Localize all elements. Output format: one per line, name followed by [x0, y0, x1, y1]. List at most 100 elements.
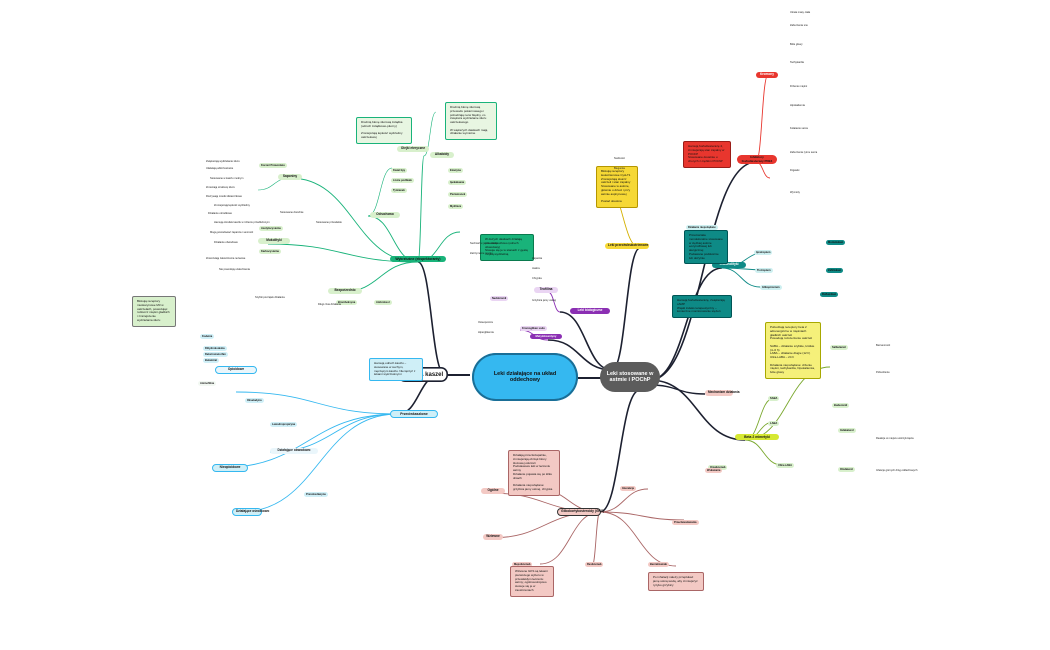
sub-olo[interactable]: Olodaterol	[838, 467, 855, 473]
connector	[755, 161, 771, 179]
connector	[599, 511, 677, 567]
sub-prenoksd[interactable]: Prenoksdiazyna	[304, 492, 328, 498]
note-olejki[interactable]: Drażnią błonę śluzową żołądka (odruch żo…	[356, 117, 412, 144]
sub-ipek[interactable]: Ipekakuana	[448, 180, 467, 186]
sub-oksel[interactable]: Okseladyna	[245, 398, 264, 404]
branch-cholinolityki[interactable]: Cholinolityki	[712, 262, 746, 268]
branch-glikokort-ogolne[interactable]: Ogólne	[481, 488, 505, 494]
sub-ultralaba[interactable]: Ultra-LABA	[776, 463, 794, 469]
topic-asthma-copd[interactable]: Leki stosowane w astmie i POChP	[600, 362, 660, 392]
sub-resli[interactable]: Reslizumab	[585, 562, 604, 568]
connector	[649, 161, 757, 381]
sub-karbo[interactable]: Karbocysteina	[259, 249, 281, 255]
sub-brom[interactable]: Bromheksyna	[336, 300, 358, 306]
sub-inda[interactable]: Indakaterol	[838, 428, 856, 434]
sub-kromo[interactable]: Kromoglikan sodu	[520, 326, 547, 332]
cloud-center-node[interactable]: Leki działające na układ oddechowy	[472, 353, 578, 401]
sub-dekstro[interactable]: Dekstrometorfan	[203, 352, 228, 358]
connector	[417, 155, 425, 263]
connector	[599, 488, 649, 513]
sub-aminof[interactable]: Aminofilina	[198, 381, 217, 387]
sub-ipra[interactable]: Ipratropium	[754, 250, 773, 256]
note-leukotrieny[interactable]: Blokują receptory leukotrienowe CysLT1 Z…	[596, 166, 638, 208]
sub-dihydro[interactable]: Dihydrokodeina	[203, 346, 227, 352]
sub-benra[interactable]: Benralizumab	[648, 562, 670, 568]
branch-inhibitory-pde4[interactable]: Inhibitory fosfodiesterazy PDE4	[737, 155, 777, 165]
note-gks[interactable]: Działają przeciwzapalnie, zmniejszają ob…	[508, 450, 560, 496]
sub-butamirat[interactable]: Butamirat	[203, 358, 220, 364]
sub-wskaz[interactable]: Wskazania	[705, 468, 723, 474]
branch-opioidowe[interactable]: Opioidowe	[215, 366, 257, 374]
note-metyloksantyny[interactable]: Hamują fosfodiesterazę, zwiększają cAMP …	[672, 295, 732, 318]
note-leki-bio[interactable]: Przeciwciała monoklonalne stosowane w ci…	[684, 230, 728, 265]
sub-emetyna[interactable]: Emetyna	[448, 168, 463, 174]
sub-zafir[interactable]: Zafirlukast	[826, 268, 844, 274]
sub-mydlnica[interactable]: Mydlnica	[448, 204, 464, 210]
note-antycholin[interactable]: Blokują receptory muskarynowe M3 w oskrz…	[132, 296, 176, 327]
leaf-note: Stosowane przewlekle	[316, 221, 342, 224]
sub-tiotro[interactable]: Tiotropium	[755, 268, 773, 274]
branch-olejki[interactable]: Olejki eteryczne	[397, 146, 429, 152]
branch-przeciwkaszlowe[interactable]: Przeciwkaszlowe	[390, 410, 438, 419]
sub-kwiat[interactable]: Kwiat lipy	[391, 168, 408, 174]
sub-omali[interactable]: Omalizumab	[708, 465, 728, 471]
leaf-note: Działanie obwodowe	[214, 241, 238, 244]
sub-mepo[interactable]: Mepolizumab	[512, 562, 533, 568]
note-mukolityki[interactable]: W dużych dawkach działają przeciwkaszlow…	[480, 234, 534, 261]
sub-glikop[interactable]: Glikopironium	[760, 285, 782, 291]
branch-nieopioidowe[interactable]: Nieopioidowe	[212, 464, 248, 472]
branch-wykrztusne[interactable]: Wykrztuśne (ekspektoranty)	[390, 256, 446, 263]
branch-gks[interactable]: Glikokortykosteroidy (GKS)	[557, 508, 604, 516]
leaf-note: Drgawki	[790, 169, 800, 172]
leaf-note: Działanie ośrodkowe	[208, 212, 232, 215]
sub-saba[interactable]: SABA	[768, 396, 780, 402]
connector	[591, 511, 601, 567]
sub-przeciw[interactable]: Przeciwwskazania	[672, 520, 699, 526]
note-beta2[interactable]: Pobudzają receptory beta 2 adrenergiczne…	[765, 322, 821, 379]
sub-liscie[interactable]: Liście podbiału	[391, 178, 414, 184]
branch-saponiny[interactable]: Saponiny	[278, 174, 302, 180]
leaf-note: Suchość w jamie ustnej	[470, 242, 498, 245]
sub-monte[interactable]: Montelukast	[826, 240, 846, 246]
sub-kodeina[interactable]: Kodeina	[200, 334, 215, 340]
branch-leki-biologiczne[interactable]: Leki biologiczne	[570, 308, 610, 314]
leaf-note: Bezsenność	[876, 344, 891, 347]
connector	[269, 413, 399, 453]
branch-teofilina[interactable]: Teofilina	[534, 287, 558, 293]
sub-tymianek[interactable]: Tymianek	[391, 188, 407, 194]
branch-odruchowe[interactable]: Odruchowo	[370, 212, 400, 218]
sub-lewodro[interactable]: Lewodropropizyna	[270, 422, 298, 428]
leaf-note: Szybki początek działania	[255, 296, 285, 299]
note-gks-3[interactable]: Po inhalacji należy przepłukać jamę ustn…	[648, 572, 704, 592]
branch-mukolityki[interactable]: Mukolityki	[258, 238, 290, 244]
branch-bezposr[interactable]: Bezpośrednio	[328, 288, 362, 294]
leaf-note: Grzybica jamy ustnej	[532, 299, 557, 302]
sub-dzial[interactable]: Działanie niepożądane	[686, 225, 718, 231]
sub-acety[interactable]: Acetylocysteina	[259, 226, 283, 232]
note-alkaloidy[interactable]: Drażnią błonę śluzową przewodu pokarmowe…	[445, 102, 497, 140]
branch-kromony[interactable]: Kromony	[756, 72, 778, 78]
sub-ambro[interactable]: Ambroksol	[374, 300, 392, 306]
sub-interakcje[interactable]: Interakcje	[620, 486, 637, 492]
branch-beta2[interactable]: Beta 2 mimetyki	[735, 434, 779, 441]
note-gks-2[interactable]: Wziewne GKS są lekami pierwszego wyboru …	[510, 566, 554, 597]
note-pde4[interactable]: Hamują fosfodiesterazę 4, zmniejszają st…	[683, 141, 731, 168]
sub-pier[interactable]: Pierwiosnek	[448, 192, 468, 198]
sub-roflu[interactable]: Roflumilast	[820, 292, 839, 298]
branch-metyloksantyny[interactable]: Metyloksantyny	[530, 334, 562, 340]
branch-wziewne[interactable]: Wziewne	[483, 534, 503, 540]
branch-red-ogolne[interactable]: Mechanizm działania	[705, 390, 740, 396]
branch-alkaloidy[interactable]: Alkaloidy	[430, 152, 454, 158]
sub-salbu[interactable]: Salbutamol	[830, 345, 848, 351]
leaf-note: Nudności	[614, 157, 625, 160]
leaf-note: Wymioty	[790, 191, 800, 194]
sub-korzen[interactable]: Korzeń Prawoślazu	[259, 163, 287, 169]
branch-dzialanie-osr[interactable]: Działające ośrodkowo	[232, 508, 269, 516]
note-przeciwkaszlowe[interactable]: Hamują odruch kaszlu – stosowane w suchy…	[369, 358, 423, 381]
branch-dzialanie-obw[interactable]: Działające obwodowo	[270, 448, 318, 454]
branch-leki-przeciwleukotrienowe[interactable]: Leki przeciwleukotrienowe	[605, 243, 649, 249]
sub-laba[interactable]: LABA	[768, 421, 780, 427]
sub-budes[interactable]: Budezonid	[832, 403, 850, 409]
sub-nedok[interactable]: Nedokromil	[490, 296, 509, 302]
